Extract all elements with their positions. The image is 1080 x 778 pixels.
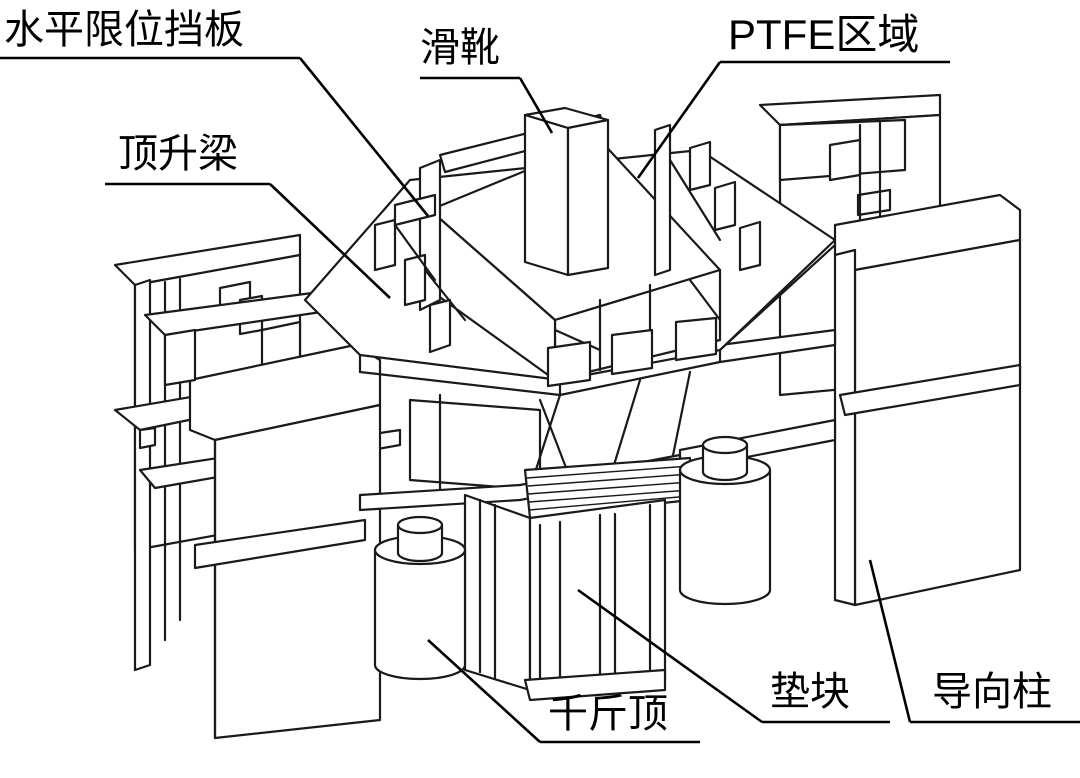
left-front-guide-column <box>143 288 382 740</box>
central-frame <box>358 370 692 512</box>
leader-lines <box>0 56 1080 744</box>
label-jacking-beam: 顶升梁 <box>118 131 238 177</box>
label-jack: 千斤顶 <box>548 691 668 737</box>
right-jack-cylinder <box>678 435 772 606</box>
label-horizontal-stop-plate: 水平限位挡板 <box>4 7 244 53</box>
front-ptfe-pads <box>546 316 718 388</box>
left-stop-plates <box>373 158 467 354</box>
label-guide-column: 导向柱 <box>932 669 1052 715</box>
left-jack-cylinder <box>373 515 467 681</box>
label-shim-block: 垫块 <box>770 669 850 715</box>
label-sliding-shoe: 滑靴 <box>420 25 500 71</box>
center-pedestal <box>463 493 667 702</box>
sliding-shoe-block <box>523 106 610 277</box>
right-front-guide-column <box>833 193 1022 607</box>
label-ptfe-area: PTFE区域 <box>728 11 920 58</box>
right-stop-plates <box>653 123 762 277</box>
